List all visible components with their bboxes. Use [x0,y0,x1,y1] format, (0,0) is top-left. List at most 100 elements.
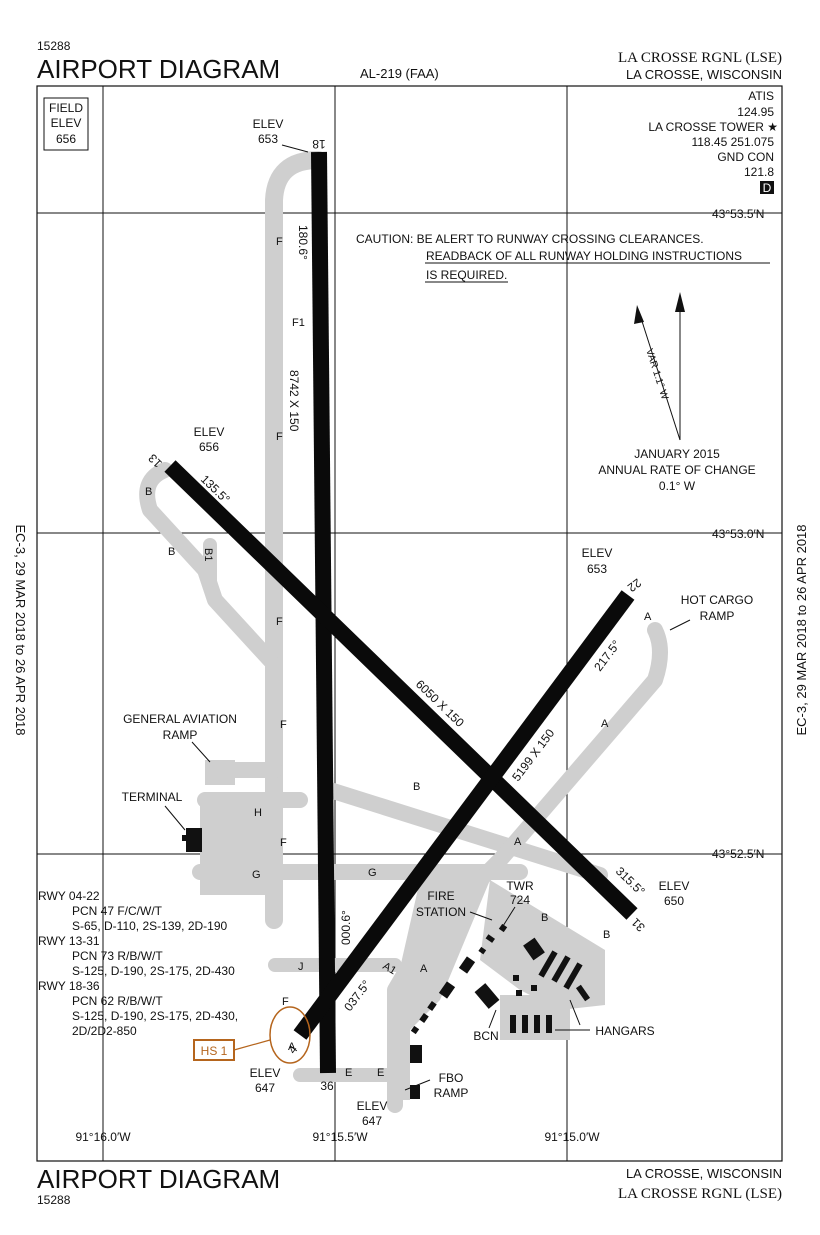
apron-building [419,1013,429,1023]
caution-line-2: READBACK OF ALL RUNWAY HOLDING INSTRUCTI… [426,249,742,263]
elev-36-label: ELEV [357,1099,388,1113]
hot-cargo-label-1: HOT CARGO [681,593,753,607]
pcn-line-9: S-125, D-190, 2S-175, 2D-430, [72,1009,238,1023]
rwy-end-36: 36 [320,1079,334,1093]
taxiway-labels: F F1 F F F F F B B B1 B B B H G G J A A … [145,236,652,1079]
terminal-building [186,828,202,852]
elev-13-label: ELEV [194,425,225,439]
pcn-line-7: RWY 18-36 [38,979,100,993]
pcn-line-4: RWY 13-31 [38,934,100,948]
lon-label-15-5: 91°15.5′W [312,1130,368,1144]
hangar-building [563,962,583,990]
tower-freq: 118.45 251.075 [691,135,774,149]
rwy-18-36-dims: 8742 X 150 [287,370,301,432]
elev-13-value: 656 [199,440,219,454]
elev-18-label: ELEV [253,117,284,131]
elev-36-value: 647 [362,1114,382,1128]
taxiway-label-f1: F1 [292,317,305,329]
pcn-line-6: S-125, D-190, 2S-175, 2D-430 [72,964,235,978]
pcn-line-3: S-65, D-110, 2S-139, 2D-190 [72,919,228,933]
runway-13-31 [164,460,638,920]
hangar-building [516,990,522,996]
beacon-leader [488,1009,497,1029]
fbo-ramp-label-2: RAMP [434,1086,469,1100]
fire-station-building [485,934,495,943]
gnd-label: GND CON [717,150,774,164]
hangar-building [531,985,537,991]
hangar-building [575,984,591,1002]
apron-buildings [410,923,591,1099]
mag-line-2: ANNUAL RATE OF CHANGE [598,463,755,477]
taxiway-label-e-2: E [377,1067,384,1079]
lat-label-52-5: 43°52.5′N [712,847,764,861]
taxiway-label-j: J [298,961,304,973]
field-elev-label-1: FIELD [49,101,83,115]
rwy-end-18: 18 [312,137,326,151]
hangar-building [551,955,571,983]
magnetic-north-arrowhead [634,305,644,324]
hangar-building [538,950,558,978]
taxiway-b-south [322,782,608,883]
field-elev-value: 656 [56,132,76,146]
fire-station-label-2: STATION [416,905,466,919]
pcn-line-1: RWY 04-22 [38,889,100,903]
bcn-building [474,983,500,1009]
t-hangar [546,1015,552,1033]
elev-04-label: ELEV [250,1066,281,1080]
d-badge-bg [760,181,774,194]
tower-label-2: 724 [510,893,530,907]
rwy-end-31: 31 [628,915,648,935]
taxiway-label-b-4: B [541,912,548,924]
t-hangar [522,1015,528,1033]
hotspot-leader [233,1039,271,1051]
hot-cargo-label-2: RAMP [700,609,735,623]
lon-label-16-0: 91°16.0′W [75,1130,131,1144]
lat-label-53-5: 43°53.5′N [712,207,764,221]
taxiway-f [265,151,327,929]
field-elev-label-2: ELEV [51,116,82,130]
hangars-leader-2 [569,999,581,1026]
tower-label-1: TWR [506,879,534,893]
rwy-end-22: 22 [625,576,644,595]
left-effective-dates: EC-3, 29 MAR 2018 to 26 APR 2018 [13,524,28,735]
fbo-building-2 [410,1085,420,1099]
true-north-arrowhead [675,292,685,312]
fbo-ramp-leader [404,1079,431,1091]
field-elev-box [43,97,89,151]
taxiway-label-a1: A1 [381,960,399,977]
terminal-label: TERMINAL [122,790,183,804]
caution-line-1: CAUTION: BE ALERT TO RUNWAY CROSSING CLE… [356,232,704,246]
footer-number: 15288 [37,1193,71,1207]
caution-line-3: IS REQUIRED. [426,268,507,282]
ga-ramp-leader [191,741,211,763]
pcn-line-8: PCN 62 R/B/W/T [72,994,163,1008]
tower-building [498,923,508,933]
var-label: VAR 1.1° W [643,348,670,402]
hangar-ramp [480,880,605,1010]
taxiway-b-north [139,462,278,668]
runway-04-22 [293,590,635,1040]
hotspot-ellipse [269,1006,311,1064]
atis-freq: 124.95 [737,105,774,119]
elev-31-value: 650 [664,894,684,908]
taxiway-label-f-4: F [280,719,287,731]
apron-building [410,1025,420,1035]
fbo-building [410,1045,422,1063]
taxiway-label-a-3: A [514,836,522,848]
fire-station-leader [469,911,493,921]
pcn-line-10: 2D/2D2-850 [72,1024,137,1038]
footer-airport-name: LA CROSSE RGNL (LSE) [618,1186,782,1202]
elev-31-label: ELEV [659,879,690,893]
ga-ramp-label-2: RAMP [163,728,198,742]
tower-leader [502,906,516,927]
d-badge: D [763,181,772,195]
header-title: AIRPORT DIAGRAM [37,54,280,84]
rwy-18-heading: 180.6° [296,225,310,260]
tower-label: LA CROSSE TOWER ★ [648,120,778,134]
taxiway-label-g-2: G [368,867,377,879]
gnd-freq: 121.8 [744,165,774,179]
hotspot-label: HS 1 [201,1044,228,1058]
apron-building [438,981,456,999]
hot-cargo-leader [669,619,691,631]
